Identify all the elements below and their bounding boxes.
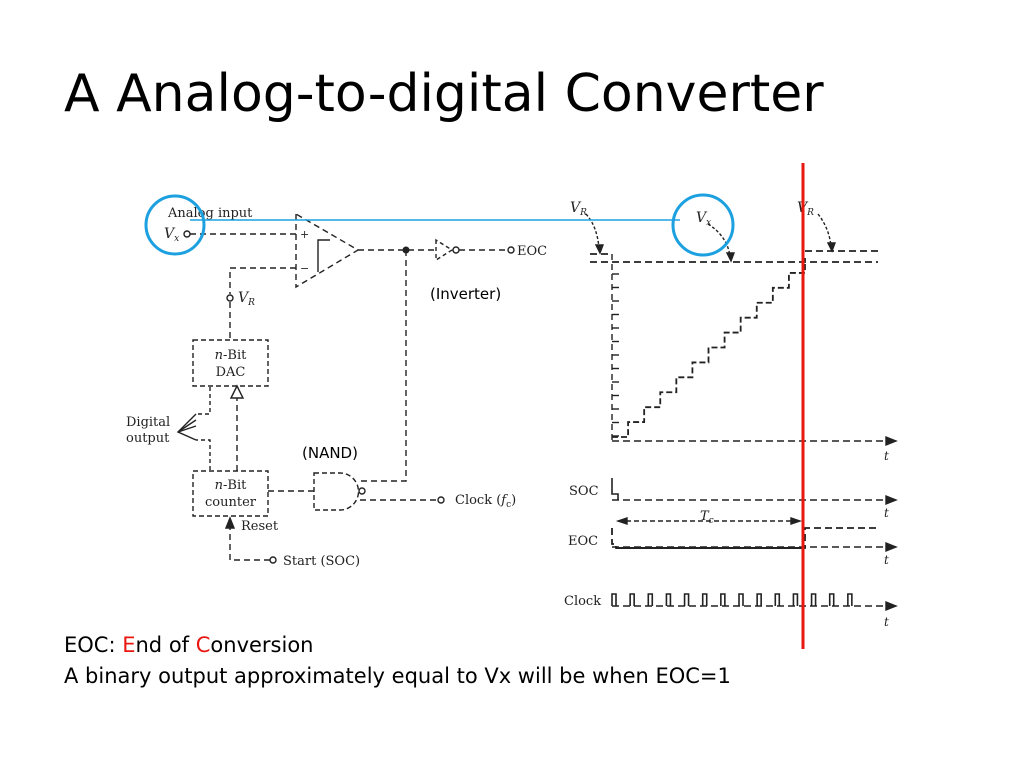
- clock-pulse-train: [611, 593, 853, 606]
- tc-right-arrowhead: [790, 517, 803, 525]
- eoc-definition: EOC: End of Conversion: [64, 630, 731, 661]
- eoc-signal: [611, 527, 878, 549]
- eoc-letter-c: C: [195, 633, 211, 657]
- clock-pulse: [774, 593, 781, 606]
- clock-pulse: [629, 593, 635, 606]
- clock-pulse: [701, 593, 708, 606]
- page-title: A Analog-to-digital Converter: [64, 64, 824, 124]
- nand-bubble: [358, 487, 366, 495]
- clock-signal-label: Clock: [564, 594, 601, 609]
- dac-block: [192, 339, 269, 387]
- reset-label: Reset: [241, 519, 279, 534]
- footnote: EOC: End of Conversion A binary output a…: [64, 630, 731, 692]
- vr-reference-wire: [229, 267, 296, 294]
- vr-terminal: [226, 294, 234, 302]
- eoc-feedback-wire: [360, 250, 407, 482]
- clock-pulse: [738, 593, 744, 606]
- vr-axis-ticks: [612, 273, 619, 437]
- eoc-letter-e: E: [122, 633, 136, 657]
- start-soc-label: Start (SOC): [283, 554, 360, 569]
- dac-label-line1: n-Bit: [215, 348, 247, 363]
- inverter-symbol: [435, 238, 454, 262]
- clock-time-arrow: [885, 600, 898, 612]
- soc-time-arrow: [885, 494, 898, 506]
- eoc-output-label: EOC: [517, 244, 547, 259]
- comparator-step-glyph: [317, 239, 330, 272]
- counter-to-dac-arrowhead: [229, 384, 245, 399]
- comparator-symbol: [295, 212, 360, 289]
- clock-pulse: [683, 593, 690, 606]
- timing-vx-label: Vx: [696, 210, 711, 228]
- eoc-terminal: [507, 246, 515, 254]
- clock-pulse: [847, 593, 853, 606]
- tc-label: Tc: [700, 509, 714, 526]
- inverter-caption: (Inverter): [430, 285, 501, 303]
- soc-axis-t-label: t: [884, 506, 889, 520]
- vx-level-highlight-circle: [671, 193, 735, 257]
- staircase-steps: [612, 258, 806, 438]
- clock-pulse: [810, 593, 817, 606]
- digital-output-fan-mid: [177, 425, 197, 433]
- timing-vr-label-left: VR: [570, 200, 587, 218]
- soc-signal-label: SOC: [569, 484, 599, 499]
- dac-staircase-waveform: [612, 258, 806, 438]
- digital-output-bus-lower: [196, 439, 211, 470]
- start-reset-wire: [229, 526, 270, 561]
- start-terminal: [269, 556, 277, 564]
- clock-pulse: [647, 593, 654, 606]
- vx-input-highlight-circle: [144, 194, 206, 256]
- soc-pulse: [611, 478, 619, 500]
- vr-pointer-right: [817, 213, 832, 247]
- eoc-prefix: EOC:: [64, 633, 123, 657]
- analog-time-arrow: [885, 435, 898, 447]
- clock-pulse: [828, 593, 835, 606]
- analog-axis-t-label: t: [884, 449, 889, 463]
- clock-pulse: [792, 593, 799, 606]
- clock-input-label: Clock (fc): [455, 493, 516, 510]
- inverter-bubble: [452, 246, 460, 254]
- digital-output-label-line1: Digital: [126, 415, 170, 430]
- counter-label-line2: counter: [205, 495, 257, 510]
- vr-reference-label: VR: [238, 290, 255, 308]
- counter-block: [192, 470, 269, 517]
- dac-label-line2: DAC: [216, 365, 246, 380]
- eoc-time-arrow: [885, 541, 898, 553]
- binary-output-note: A binary output approximately equal to V…: [64, 664, 731, 688]
- comparator-minus-label: −: [300, 262, 309, 275]
- clock-pulse: [665, 593, 672, 606]
- clock-axis-t-label: t: [884, 615, 889, 629]
- tc-left-arrowhead: [615, 517, 628, 525]
- nand-caption: (NAND): [302, 444, 358, 462]
- timing-diagram: [585, 213, 898, 612]
- digital-output-label-line2: output: [126, 431, 170, 446]
- digital-output-bus-upper: [196, 387, 211, 415]
- eoc-word-onversion: onversion: [210, 633, 314, 657]
- vr-pointer-left: [585, 213, 600, 249]
- clock-pulse: [756, 593, 762, 606]
- digital-output-fan-mid2: [177, 419, 197, 433]
- eoc-word-nd-of: nd of: [135, 633, 196, 657]
- timing-vr-label-right: VR: [797, 200, 814, 218]
- analog-input-label: Analog input: [167, 206, 253, 221]
- vr-pointer-left-head: [594, 244, 605, 255]
- clock-terminal: [437, 496, 445, 504]
- eoc-axis-t-label: t: [884, 553, 889, 567]
- reset-arrowhead: [224, 516, 236, 529]
- nand-gate-symbol: [313, 472, 360, 511]
- analog-input-terminal: [183, 230, 191, 238]
- vx-input-label: Vx: [164, 226, 179, 244]
- eoc-signal-label: EOC: [568, 534, 598, 549]
- comparator-plus-label: +: [300, 228, 309, 241]
- vx-pointer-head: [725, 252, 736, 263]
- counter-label-line1: n-Bit: [215, 478, 247, 493]
- circuit-schematic: [176, 212, 515, 564]
- clock-pulse: [720, 593, 726, 606]
- vr-pointer-right-head: [826, 242, 837, 253]
- clock-pulse: [611, 593, 617, 606]
